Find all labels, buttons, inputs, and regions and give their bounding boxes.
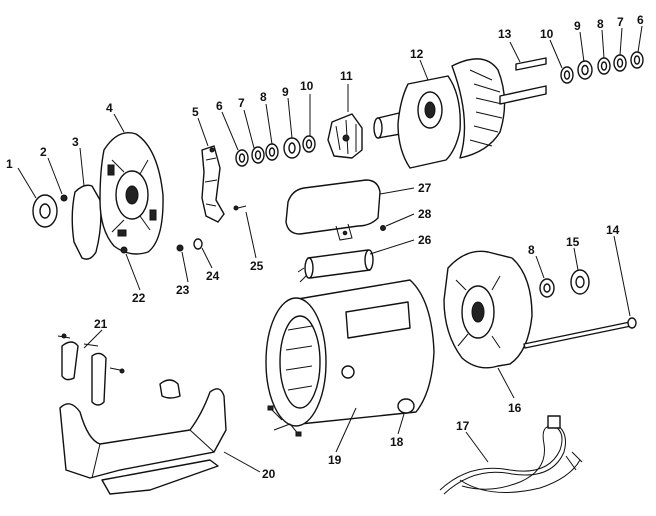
part-14-through-bolt xyxy=(523,317,637,349)
callout-5: 5 xyxy=(192,105,199,119)
callout-6a: 6 xyxy=(216,99,223,113)
part-18-plug xyxy=(397,398,415,414)
callout-7b: 7 xyxy=(617,15,624,29)
part-15-bearing-washer xyxy=(570,269,590,295)
part-5-switch-bracket xyxy=(201,145,225,223)
callout-9a: 9 xyxy=(282,85,289,99)
callout-7a: 7 xyxy=(238,96,245,110)
part-20-base-cradle xyxy=(59,379,227,495)
callout-labels: 1 2 3 4 5 6 7 8 9 10 11 12 13 10 9 8 7 6… xyxy=(6,13,644,481)
part-21-mounting-clips xyxy=(57,333,125,406)
part-13-key xyxy=(515,57,547,71)
part-4-rear-end-bell xyxy=(99,132,164,255)
callout-8a: 8 xyxy=(260,90,267,104)
callout-14: 14 xyxy=(606,223,620,237)
part-12-rotor-shaft xyxy=(373,58,547,169)
callout-2: 2 xyxy=(40,145,47,159)
part-27-capacitor-cover xyxy=(285,179,381,241)
part-9b-washer xyxy=(577,60,593,80)
callout-16: 16 xyxy=(508,401,522,415)
part-22-screw xyxy=(120,246,128,254)
callout-17: 17 xyxy=(456,419,470,433)
part-25-screw xyxy=(233,205,247,211)
callout-4: 4 xyxy=(106,101,113,115)
leader-lines xyxy=(17,25,643,473)
part-17-power-cord xyxy=(439,415,583,495)
callout-21: 21 xyxy=(94,317,108,331)
part-10a-washer xyxy=(302,135,316,153)
callout-10b: 10 xyxy=(540,27,554,41)
callout-8b: 8 xyxy=(597,17,604,31)
part-7b-washer xyxy=(613,54,627,72)
part-26-capacitor xyxy=(297,249,374,283)
callout-8c: 8 xyxy=(528,243,535,257)
part-19-stator-housing xyxy=(265,279,435,437)
part-3-cover-plate xyxy=(71,184,102,260)
callout-18: 18 xyxy=(390,435,404,449)
callout-20: 20 xyxy=(262,467,276,481)
callout-23: 23 xyxy=(176,283,190,297)
callout-3: 3 xyxy=(72,135,79,149)
part-28-screw xyxy=(380,225,386,231)
part-11-actuator xyxy=(327,113,363,159)
part-10b-washer xyxy=(560,66,574,84)
callout-15: 15 xyxy=(566,235,580,249)
callout-6b: 6 xyxy=(637,13,644,27)
callout-24: 24 xyxy=(206,269,220,283)
part-7a-washer xyxy=(251,146,265,164)
callout-25: 25 xyxy=(250,259,264,273)
callout-9b: 9 xyxy=(574,19,581,33)
part-6b-washer xyxy=(630,51,644,69)
callout-12: 12 xyxy=(410,47,424,61)
callout-26: 26 xyxy=(418,233,432,247)
callout-22: 22 xyxy=(132,291,146,305)
part-2-screw xyxy=(60,194,68,202)
part-23-screw xyxy=(176,244,184,252)
part-8b-washer xyxy=(597,57,611,75)
callout-11: 11 xyxy=(340,69,353,83)
part-24-washer xyxy=(193,238,203,250)
part-6a-washer xyxy=(235,149,249,167)
callout-28: 28 xyxy=(418,207,432,221)
callout-27: 27 xyxy=(418,181,432,195)
callout-13: 13 xyxy=(498,27,512,41)
part-9a-washer xyxy=(283,137,301,159)
part-8a-washer xyxy=(265,143,279,161)
part-1-washer xyxy=(32,194,58,228)
callout-19: 19 xyxy=(328,453,342,467)
part-16-front-end-bell xyxy=(443,250,533,369)
callout-1: 1 xyxy=(6,157,13,171)
part-8c-washer xyxy=(539,278,555,298)
callout-10a: 10 xyxy=(300,79,314,93)
